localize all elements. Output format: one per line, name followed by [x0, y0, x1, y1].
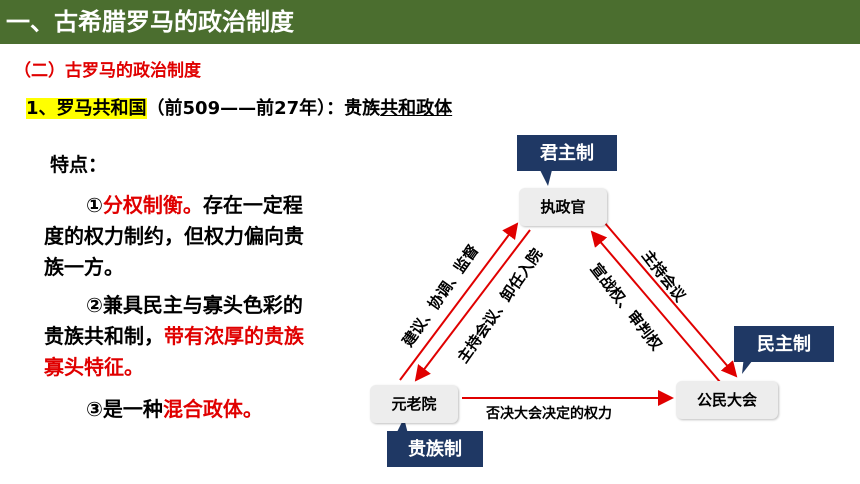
- feature-2: ②兼具民主与寡头色彩的贵族共和制，带有浓厚的贵族寡头特征。: [44, 290, 306, 383]
- heading-underlined: 共和政体: [380, 98, 453, 119]
- node-assembly: 公民大会: [676, 381, 778, 419]
- node-senate: 元老院: [370, 385, 458, 423]
- feature-3-red: 混合政体。: [162, 397, 263, 421]
- feature-2-text: ②兼具民主与寡头色彩的贵族共和制，: [44, 293, 303, 348]
- arrow-senate-to-consul: [399, 222, 519, 381]
- arrow-consul-to-senate: [414, 229, 531, 382]
- node-consul: 执政官: [519, 188, 607, 226]
- label-senate-to-assembly: 否决大会决定的权力: [486, 406, 612, 422]
- feature-1-text: 存在一定程度的权力制约，但权力偏向贵族一方。: [44, 193, 304, 279]
- callout-monarchy: 君主制: [517, 135, 617, 171]
- feature-2-red: 带有浓厚的贵族寡头特征。: [44, 324, 304, 379]
- arrow-assembly-to-consul: [590, 230, 721, 383]
- section-title: （二）古罗马的政治制度: [14, 61, 201, 81]
- arrow-consul-to-assembly: [603, 221, 738, 378]
- page-title: 一、古希腊罗马的政治制度: [6, 8, 294, 36]
- feature-1: ①分权制衡。存在一定程度的权力制约，但权力偏向贵族一方。: [44, 190, 306, 283]
- features-label: 特点：: [50, 154, 108, 176]
- callout-tail-monarchy: [540, 170, 552, 186]
- feature-1-red: 分权制衡。: [102, 193, 203, 217]
- heading-period: （前509——前27年）：贵族: [146, 98, 381, 119]
- heading-prefix: 1、罗马共和国: [26, 98, 147, 119]
- feature-1-marker: ①: [86, 193, 103, 217]
- feature-3-text: ③是一种: [86, 397, 163, 421]
- callout-aristocracy: 贵族制: [387, 431, 483, 467]
- topic-heading: 1、罗马共和国（前509——前27年）：贵族共和政体: [26, 94, 452, 120]
- title-bar: 一、古希腊罗马的政治制度: [0, 0, 860, 44]
- callout-democracy: 民主制: [734, 326, 834, 362]
- feature-3: ③是一种混合政体。: [86, 394, 263, 425]
